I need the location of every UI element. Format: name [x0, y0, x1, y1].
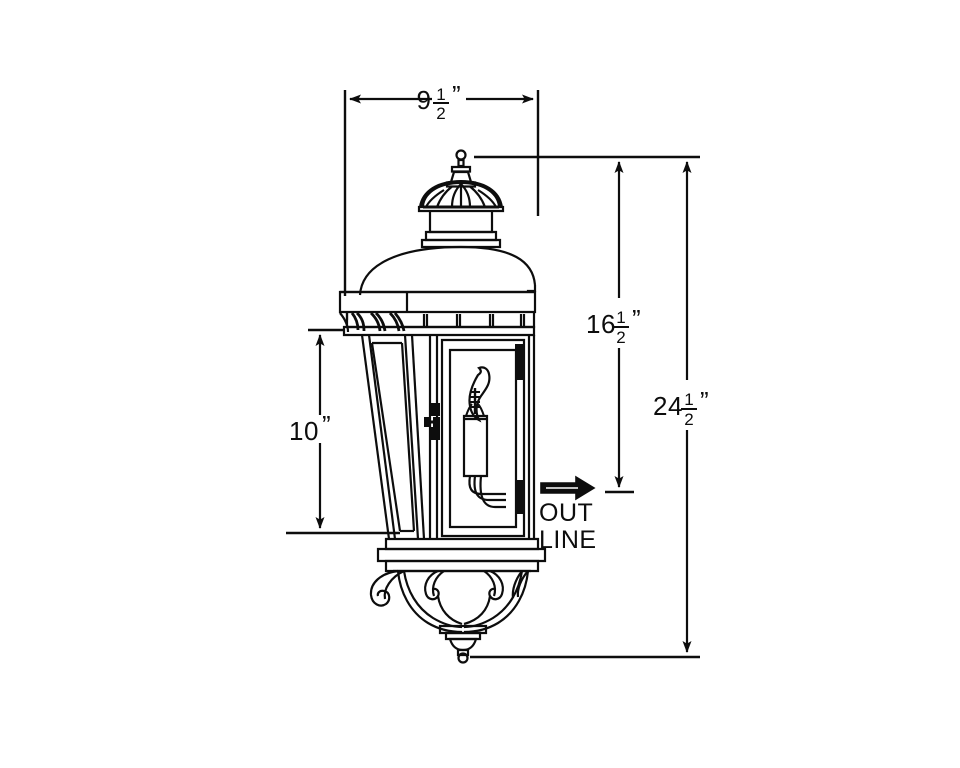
out-line-callout: OUT LINE	[539, 499, 597, 554]
lantern-body	[360, 334, 536, 540]
overall-height-unit-mark: ”	[700, 386, 709, 416]
dimension-label-width: 9 1 2 ”	[417, 80, 461, 123]
dimension-label-overall-height: 24 1 2 ”	[653, 386, 709, 429]
candle-sleeve	[462, 414, 489, 478]
glass-door-panel	[440, 338, 526, 538]
body-height-fraction-denominator: 2	[616, 328, 625, 347]
overall-height-fraction-numerator: 1	[684, 390, 693, 409]
out-line-arrow-icon	[540, 475, 596, 501]
overall-height-whole-number: 24	[653, 391, 683, 421]
width-fraction-denominator: 2	[436, 104, 445, 123]
dimension-label-body-height: 16 1 2 ”	[586, 304, 641, 347]
overall-height-fraction-denominator: 2	[684, 410, 693, 429]
out-line-label-line1: OUT	[539, 499, 593, 527]
scroll-volutes	[369, 569, 530, 634]
out-line-label-line2: LINE	[539, 526, 597, 554]
bottom-finial	[438, 624, 488, 664]
frieze-band	[339, 312, 536, 337]
flame-tip-bulb	[468, 366, 491, 423]
collar-band	[420, 211, 502, 249]
bulb-filament	[465, 388, 485, 417]
scalloped-crown-cap	[417, 180, 505, 213]
dimension-label-backplate-height: 10 ”	[289, 410, 331, 446]
domed-roof	[358, 245, 537, 296]
door-latch	[424, 403, 440, 440]
base-rails	[376, 537, 547, 573]
roof-eave-rail	[338, 290, 537, 320]
dimension-lines-group	[286, 90, 700, 659]
body-height-whole-number: 16	[586, 309, 616, 339]
width-fraction-numerator: 1	[436, 85, 445, 104]
width-whole-number: 9	[417, 85, 432, 115]
door-hinges	[515, 344, 525, 514]
body-height-fraction-numerator: 1	[616, 308, 625, 327]
backplate-unit-mark: ”	[322, 410, 331, 440]
backplate-whole-number: 10	[289, 416, 319, 446]
width-unit-mark: ”	[452, 80, 461, 110]
body-height-unit-mark: ”	[632, 304, 641, 334]
wire-bundle	[468, 475, 506, 509]
